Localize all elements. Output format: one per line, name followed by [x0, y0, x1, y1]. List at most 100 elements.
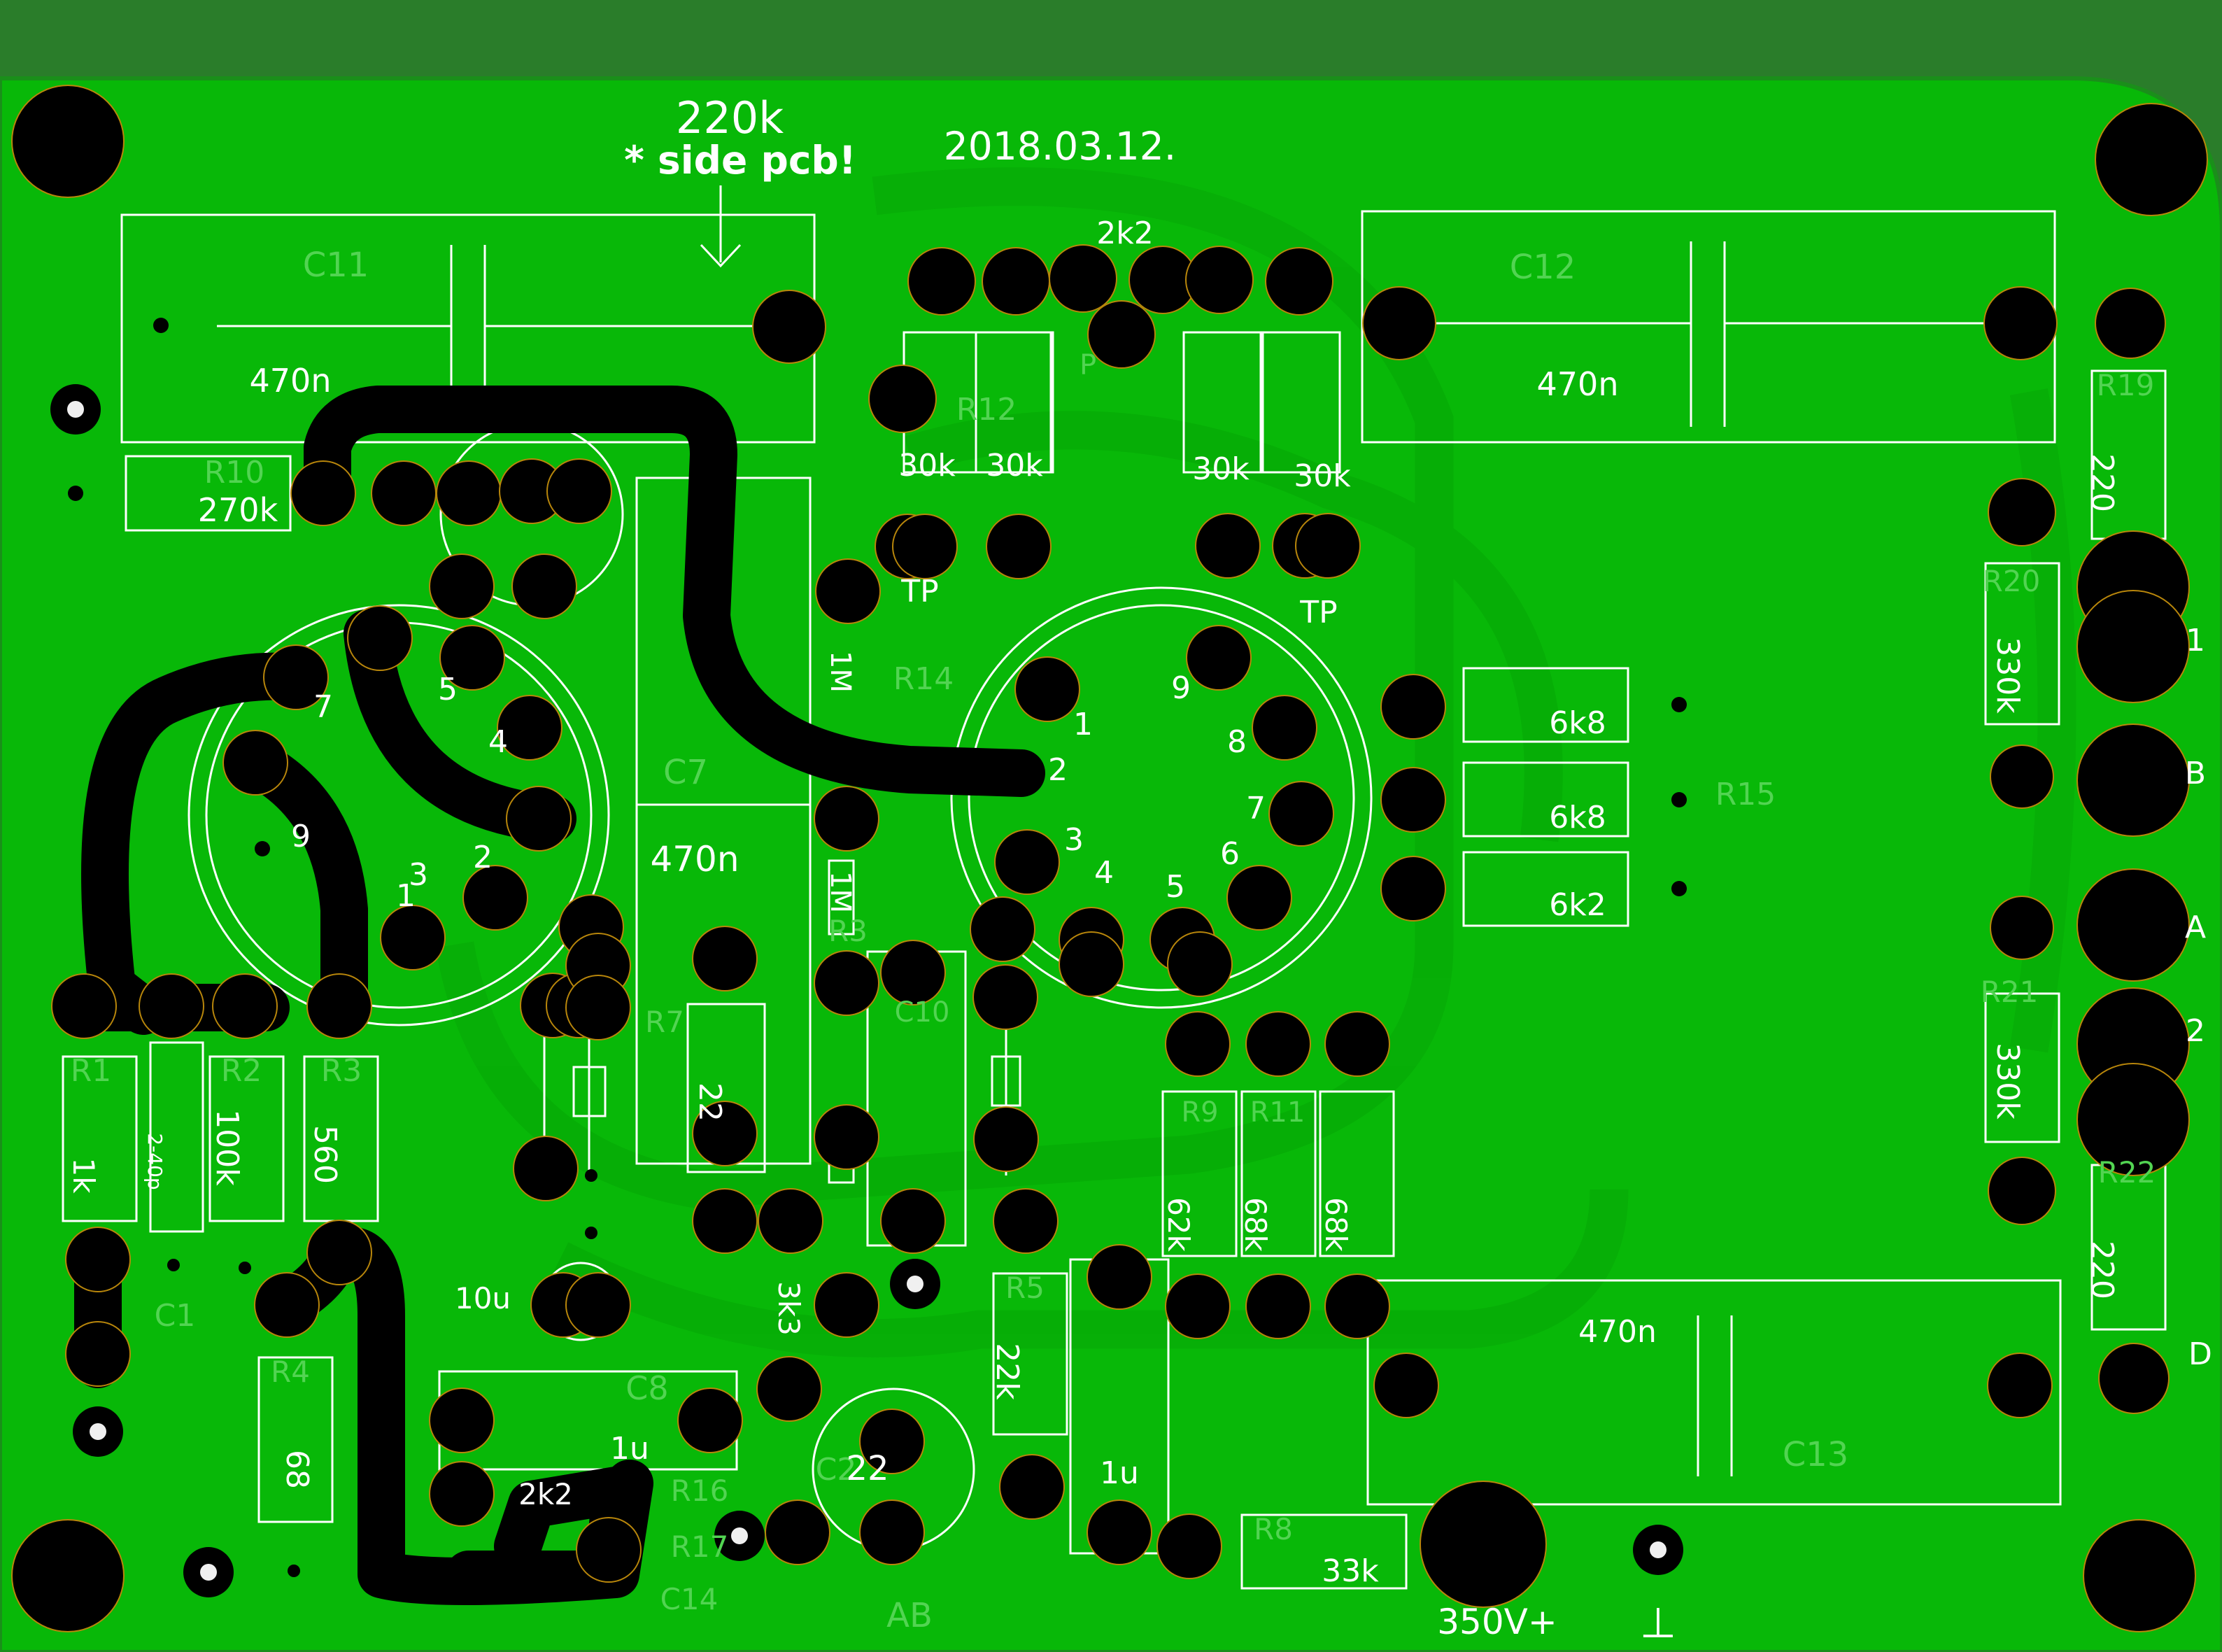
hv-label: 350V+ — [1437, 1602, 1557, 1642]
silk-label: 2 — [2186, 1013, 2205, 1049]
tube-pin-number: 8 — [1227, 724, 1247, 760]
silk-label: C8 — [625, 1369, 668, 1407]
tube-pin-number: 1 — [396, 878, 416, 914]
silk-label: 68 — [279, 1450, 315, 1489]
silk-label: R16 — [671, 1474, 729, 1508]
gnd-symbol: ⊥ — [1640, 1599, 1676, 1648]
tube-pin-number: 7 — [1246, 791, 1266, 826]
silk-label: 62k — [1161, 1197, 1196, 1252]
silk-label: R3 — [321, 1053, 362, 1089]
silk-label: 33k — [1322, 1553, 1379, 1589]
silk-label: 470n — [1537, 365, 1619, 403]
silk-label: R1 — [71, 1053, 112, 1089]
silk-label: R11 — [1250, 1096, 1305, 1129]
silk-label: R15 — [1715, 777, 1776, 812]
tube-pin-number: 9 — [1171, 670, 1191, 706]
header-note: * side pcb! — [624, 138, 856, 183]
silk-label: 1M — [824, 871, 856, 913]
silk-label: 330k — [1990, 637, 2025, 714]
silk-label: 1u — [1100, 1455, 1139, 1491]
silk-label: 2k2 — [518, 1477, 573, 1511]
silk-label: 1k — [66, 1157, 101, 1194]
vias — [68, 318, 1687, 1577]
silk-label: R7 — [645, 1005, 684, 1039]
silk-label: R12 — [956, 392, 1017, 428]
silk-label: 270k — [198, 491, 278, 529]
ground-pour — [435, 167, 2076, 1357]
tube-pin-number: 7 — [313, 689, 333, 725]
ab-label: AB — [886, 1596, 933, 1635]
date-label: 2018.03.12. — [944, 124, 1176, 169]
silk-label: R21 — [1981, 975, 2039, 1009]
silk-label: R17 — [671, 1530, 729, 1564]
silk-label: 68k — [1319, 1197, 1353, 1252]
mounting-holes — [50, 384, 1683, 1597]
silk-label: 1 — [2186, 623, 2205, 658]
silk-label: 3k3 — [772, 1281, 806, 1336]
tube-pin-number: 3 — [1064, 822, 1084, 858]
silk-label: R2 — [221, 1053, 262, 1089]
silk-label: 100k — [209, 1109, 245, 1186]
silk-label: 560 — [307, 1125, 343, 1184]
header-value: 220k — [676, 92, 784, 143]
tube-pin-number: 2 — [1048, 752, 1068, 788]
silk-label: C12 — [1510, 248, 1576, 287]
silk-label: 2-40p — [143, 1133, 167, 1189]
silk-label: 2k2 — [1096, 216, 1153, 251]
silk-label: 22 — [846, 1449, 889, 1488]
silk-label: R8 — [1254, 1512, 1293, 1546]
silk-label: R9 — [1181, 1096, 1218, 1129]
silk-label: 330k — [1990, 1043, 2025, 1120]
left-tube-pin-numbers: 7 54 9 3 2 1 — [291, 672, 508, 914]
silk-label: 1M — [824, 651, 856, 693]
silk-label: 470n — [1578, 1314, 1657, 1350]
silk-label: 30k — [898, 448, 956, 483]
silk-label: TP — [1299, 595, 1337, 630]
silk-label: B — [2185, 756, 2206, 791]
silk-label: R5 — [1005, 1271, 1045, 1305]
silk-label: R20 — [1983, 564, 2041, 598]
right-tube-pin-numbers: 9 1 8 2 7 3 6 4 5 — [1048, 670, 1266, 905]
silk-label: R4 — [271, 1355, 310, 1389]
silk-label: 6k8 — [1549, 705, 1606, 741]
silk-label: R14 — [893, 661, 954, 697]
silk-label: C13 — [1783, 1435, 1849, 1474]
tube-pin-number: 9 — [291, 819, 311, 854]
silk-label: 220 — [2084, 1241, 2120, 1299]
silk-label: R19 — [2097, 368, 2155, 402]
tube-pin-number: 2 — [473, 840, 493, 875]
silk-label: 10u — [455, 1281, 511, 1315]
silk-label: TP — [900, 574, 938, 609]
silk-label: A — [2185, 910, 2206, 945]
silk-label: P — [1080, 349, 1096, 381]
tube-pin-number: 4 — [488, 724, 508, 760]
silk-label: 68k — [1238, 1197, 1273, 1252]
tube-pin-number: 5 — [1166, 869, 1185, 905]
silk-label: 30k — [986, 448, 1043, 483]
silk-label: 220 — [2084, 453, 2120, 512]
header-arrow — [700, 185, 742, 268]
tube-pin-number: 3 — [409, 857, 428, 893]
tube-pin-number: 5 — [438, 672, 458, 707]
silk-label: 1u — [610, 1431, 649, 1467]
silk-label: C10 — [895, 996, 950, 1029]
silk-label: 470n — [250, 362, 332, 400]
silk-label: D — [2188, 1336, 2212, 1372]
tube-pin-number: 1 — [1073, 707, 1093, 742]
silk-label: C11 — [303, 246, 369, 285]
tube-pin-number: 4 — [1094, 855, 1114, 891]
silk-label: C1 — [155, 1298, 196, 1334]
silk-label: C14 — [660, 1582, 719, 1616]
silk-label: 22 — [692, 1082, 728, 1122]
silk-label: R22 — [2098, 1155, 2156, 1189]
silk-label: 30k — [1192, 451, 1250, 487]
silk-label: 6k8 — [1549, 800, 1606, 835]
silk-label: R10 — [204, 455, 265, 490]
silk-label: 22k — [989, 1343, 1025, 1400]
tube-pin-number: 6 — [1220, 836, 1240, 872]
silk-label: R3 — [828, 914, 868, 948]
silk-label: C2 — [816, 1452, 857, 1488]
silk-label: 470n — [650, 839, 739, 880]
